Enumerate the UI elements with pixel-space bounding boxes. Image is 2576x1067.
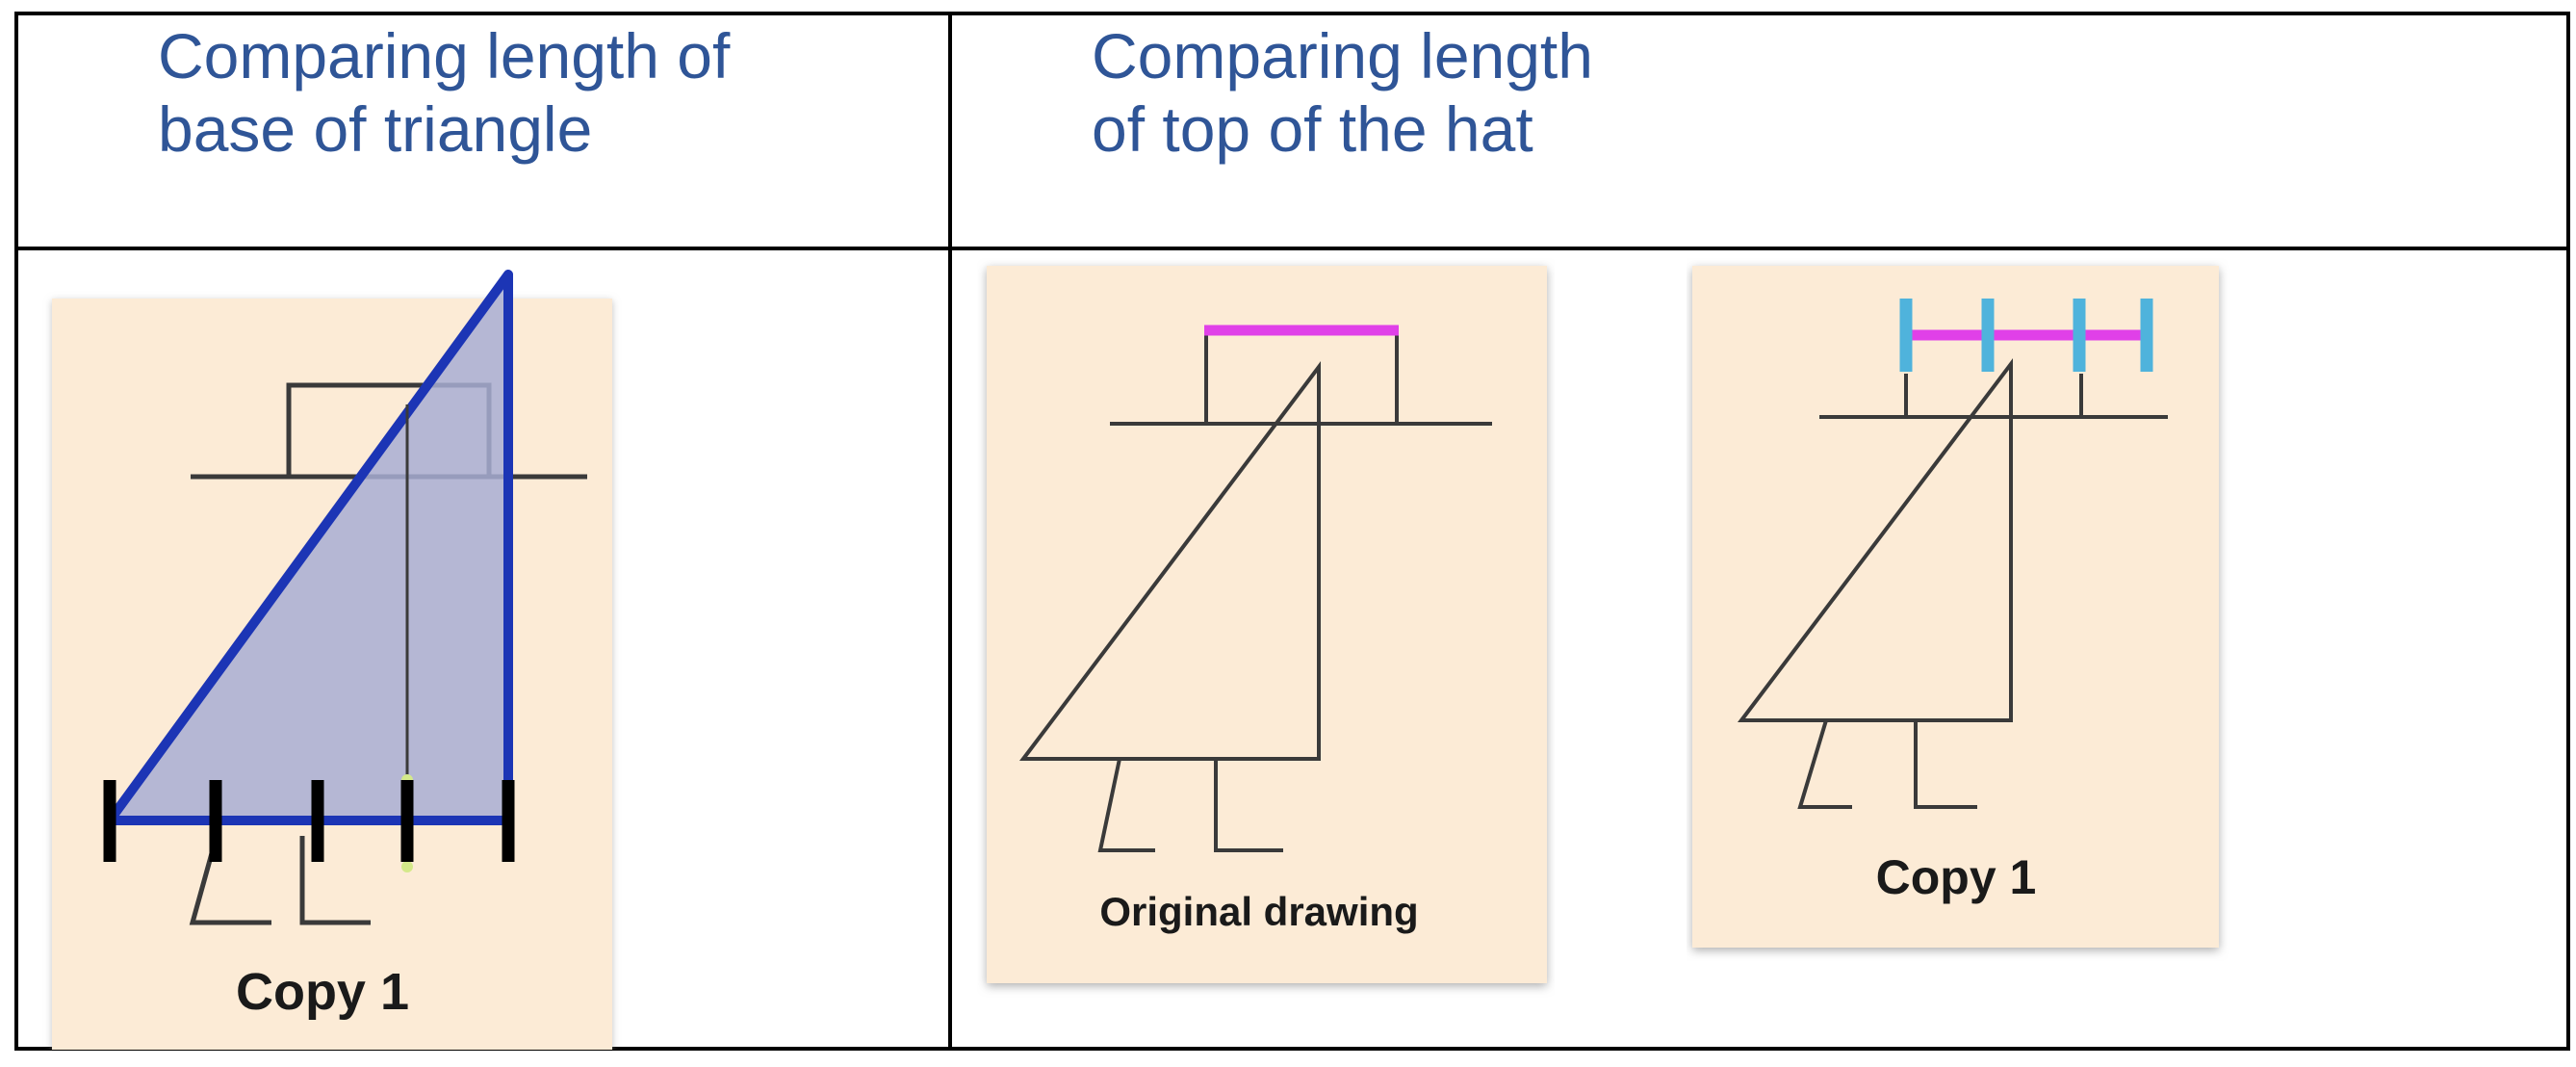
base-tick-marks	[103, 780, 515, 862]
triangle-drawing	[1737, 358, 2013, 722]
legs-drawing	[189, 835, 371, 925]
legs-drawing	[1797, 719, 1977, 809]
card-label: Copy 1	[236, 963, 409, 1021]
hat-tick-marks	[1899, 299, 2153, 372]
card-background	[987, 266, 1547, 983]
legs-drawing	[1097, 758, 1283, 852]
card-background	[1692, 266, 2219, 948]
triangle-drawing	[1018, 361, 1321, 761]
card-label: Copy 1	[1876, 850, 2037, 904]
copy1-hat-card: Copy 1	[1692, 266, 2219, 948]
right-column-heading: Comparing length of top of the hat	[1092, 20, 1593, 165]
original-drawing-card: Original drawing	[987, 266, 1547, 983]
left-column-heading: Comparing length of base of triangle	[158, 20, 731, 165]
hat-drawing	[1819, 374, 2168, 419]
guide-point	[401, 861, 413, 872]
card-label: Original drawing	[1099, 889, 1418, 934]
copy1-triangle-base-card: Copy 1	[52, 270, 612, 1050]
